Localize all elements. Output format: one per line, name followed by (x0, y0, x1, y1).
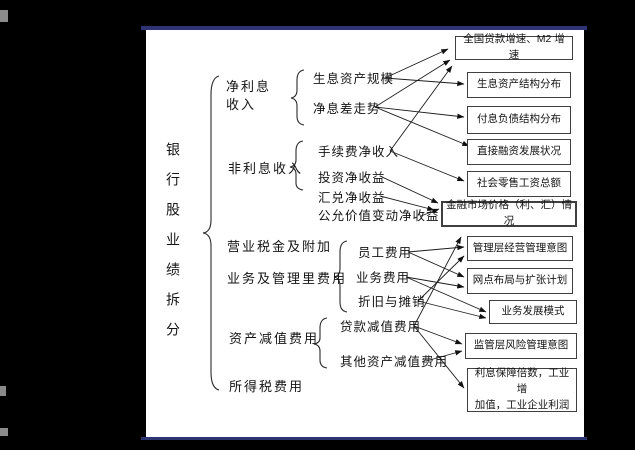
node-depreciation: 折旧与摊销 (358, 295, 426, 309)
driver-box-direct-financing: 直接融资发展状况 (467, 139, 571, 165)
node-other-impairment: 其他资产减值费用 (340, 355, 449, 369)
node-business-cost: 业务费用 (356, 271, 411, 285)
node-nim-trend: 净息差走势 (313, 102, 381, 116)
brace-root (202, 75, 220, 391)
node-fee-income: 手续费净收入 (318, 145, 400, 159)
node-admin-expense: 业务及管理里费用 (227, 271, 348, 286)
node-income-tax-expense: 所得税费用 (229, 379, 305, 394)
brace-impairment (313, 317, 328, 369)
driver-box-liability-structure: 付息负债结构分布 (467, 106, 571, 134)
node-fx-income: 汇兑净收益 (318, 191, 386, 205)
driver-box-branch-expansion: 网点布局与扩张计划 (467, 268, 573, 294)
driver-box-asset-structure: 生息资产结构分布 (467, 72, 571, 98)
driver-box-loan-m2-growth: 全国贷款增速、M2 增速 (455, 33, 573, 61)
page-top-rule (141, 26, 587, 30)
node-net-interest-income: 净利息 收入 (226, 79, 272, 112)
node-business-tax: 营业税金及附加 (227, 239, 333, 254)
root-node-bank-performance-breakdown: 银行股业绩拆分 (165, 142, 181, 352)
driver-box-market-prices: 金融市场价格（利、汇）情况 (441, 199, 577, 227)
node-loan-impairment: 贷款减值费用 (340, 320, 422, 334)
scan-artifact (0, 10, 8, 22)
node-fair-value-income: 公允价值变动净收益 (318, 209, 440, 223)
driver-box-regulator-intent: 监管层风险管理意图 (465, 333, 577, 359)
node-earning-asset-scale: 生息资产规模 (313, 72, 395, 86)
scan-artifact (0, 428, 8, 436)
driver-box-industrial-profit: 利息保障倍数，工业增 加值，工业企业利润 (467, 367, 577, 412)
brace-net-interest (290, 69, 305, 126)
brace-non-interest (289, 140, 304, 191)
node-impairment-expense: 资产减值费用 (229, 331, 320, 346)
node-non-interest-income: 非利息收入 (228, 161, 304, 176)
arrow-edges (374, 48, 487, 389)
page-bottom-rule (141, 437, 587, 440)
driver-box-business-model: 业务发展模式 (489, 300, 577, 324)
scan-artifact (0, 386, 6, 396)
node-investment-income: 投资净收益 (318, 171, 386, 185)
driver-box-retail-wages: 社会零售工资总额 (467, 171, 571, 197)
node-staff-cost: 员工费用 (358, 246, 413, 260)
brace-admin-expense (333, 240, 348, 313)
driver-box-management-intent: 管理层经营管理意图 (467, 236, 573, 261)
